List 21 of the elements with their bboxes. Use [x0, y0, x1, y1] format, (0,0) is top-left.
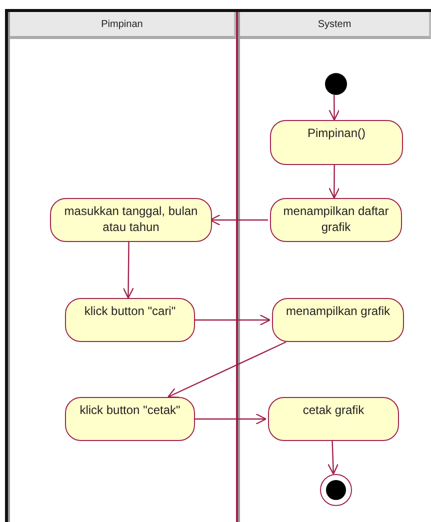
flow-arrow [209, 214, 268, 226]
activity-node: klick button "cari" [65, 298, 195, 342]
flow-arrow [328, 440, 339, 475]
lane-header: System [240, 12, 431, 39]
flow-arrow [193, 413, 267, 425]
lane-header: Pimpinan [10, 12, 236, 39]
swimlane [238, 12, 431, 522]
activity-node: Pimpinan() [270, 120, 403, 165]
swimlane [8, 12, 238, 522]
initial-node [325, 73, 347, 95]
activity-node: klick button "cetak" [65, 397, 195, 441]
activity-node: menampilkan grafik [272, 298, 404, 342]
flow-arrow [193, 314, 271, 326]
flow-arrow [328, 95, 340, 121]
flow-arrow [167, 341, 286, 398]
flow-arrow [328, 165, 340, 199]
activity-node: menampilkan daftar grafik [270, 198, 402, 242]
activity-node: cetak grafik [268, 397, 399, 441]
flow-arrow [122, 242, 134, 299]
final-node [320, 474, 352, 506]
activity-node: masukkan tanggal, bulan atau tahun [50, 198, 212, 242]
